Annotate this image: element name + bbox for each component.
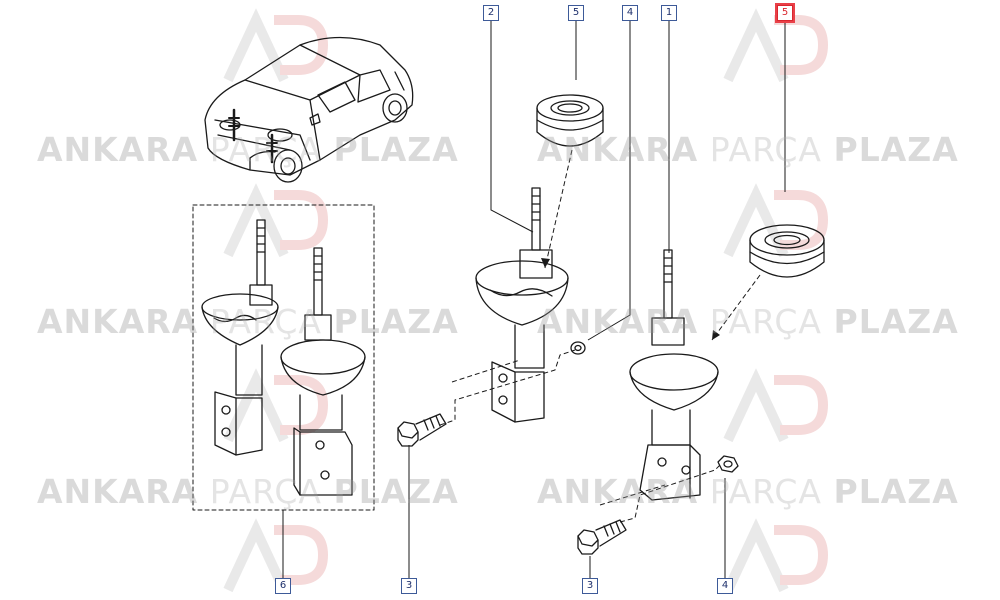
watermark-text: ANKARA PARÇA PLAZA bbox=[37, 472, 459, 511]
watermark-text: ANKARA PARÇA PLAZA bbox=[37, 130, 459, 169]
nut-middle bbox=[570, 341, 586, 355]
top-mount-bearing-middle bbox=[536, 94, 604, 147]
nut-right bbox=[717, 455, 739, 473]
kit-strut-a bbox=[201, 219, 279, 456]
callout-part-5[interactable]: 5 bbox=[568, 5, 584, 21]
bolt-left bbox=[397, 413, 447, 447]
kit-strut-b bbox=[280, 247, 366, 496]
callout-part-2[interactable]: 2 bbox=[483, 5, 499, 21]
callout-part-6[interactable]: 6 bbox=[275, 578, 291, 594]
top-mount-bearing-right bbox=[749, 224, 825, 278]
callout-part-4-bottom[interactable]: 4 bbox=[717, 578, 733, 594]
watermark-text: ANKARA PARÇA PLAZA bbox=[537, 302, 959, 341]
strut-kit-group bbox=[192, 204, 375, 511]
callout-part-3-left[interactable]: 3 bbox=[401, 578, 417, 594]
callout-part-1[interactable]: 1 bbox=[661, 5, 677, 21]
watermark-text: ANKARA PARÇA PLAZA bbox=[537, 130, 959, 169]
watermark-text: ANKARA PARÇA PLAZA bbox=[37, 302, 459, 341]
bolt-right bbox=[577, 519, 627, 555]
callout-part-4[interactable]: 4 bbox=[622, 5, 638, 21]
callout-part-3-right[interactable]: 3 bbox=[582, 578, 598, 594]
strut-assembly-1 bbox=[629, 249, 719, 501]
strut-assembly-2 bbox=[475, 187, 569, 423]
car-illustration bbox=[204, 36, 414, 183]
callout-part-5-highlighted[interactable]: 5 bbox=[775, 3, 795, 23]
watermark-text: ANKARA PARÇA PLAZA bbox=[537, 472, 959, 511]
